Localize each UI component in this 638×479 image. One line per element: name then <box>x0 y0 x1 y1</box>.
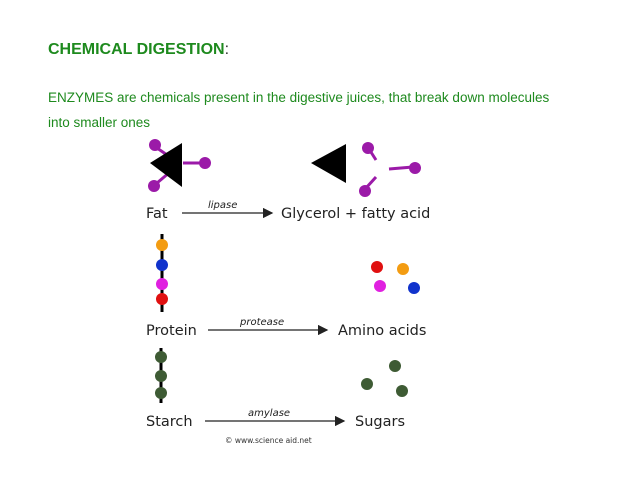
fat-molecule-icon <box>148 139 211 192</box>
slide-heading-text: CHEMICAL DIGESTION <box>48 41 225 58</box>
glycerol-fatty-acid-label: Glycerol + fatty acid <box>281 206 430 222</box>
protein-chain-icon <box>156 234 168 312</box>
amino-acids-icon <box>371 261 420 294</box>
glycerol-fatty-acid-icon <box>311 142 421 197</box>
lipase-label: lipase <box>208 200 237 211</box>
intro-text: ENZYMES are chemicals present in the dig… <box>48 85 608 135</box>
starch-chain-icon <box>155 348 167 403</box>
slide-heading-colon: : <box>224 41 230 58</box>
intro-line-2: into smaller ones <box>48 115 151 130</box>
intro-line-1: ENZYMES are chemicals present in the dig… <box>48 90 550 105</box>
fat-label: Fat <box>146 206 168 222</box>
amylase-label: amylase <box>248 408 290 419</box>
sugars-label: Sugars <box>355 414 405 430</box>
slide-heading: CHEMICAL DIGESTION: <box>48 41 229 59</box>
credit-text: © www.science aid.net <box>225 436 312 445</box>
amino-acids-label: Amino acids <box>338 323 426 339</box>
starch-label: Starch <box>146 414 193 430</box>
protease-label: protease <box>239 317 284 328</box>
sugars-icon <box>361 360 408 397</box>
protein-label: Protein <box>146 323 197 339</box>
